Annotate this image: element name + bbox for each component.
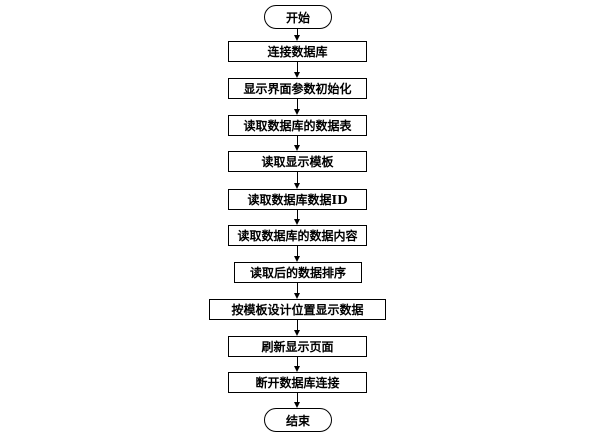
step-read-display-template: 读取显示模板 bbox=[228, 151, 367, 172]
step-connect-database: 连接数据库 bbox=[228, 41, 367, 62]
step-sort-data: 读取后的数据排序 bbox=[234, 262, 362, 283]
step-read-data-table: 读取数据库的数据表 bbox=[228, 115, 367, 136]
step-read-data-id: 读取数据库数据ID bbox=[228, 189, 367, 210]
step-init-display-params: 显示界面参数初始化 bbox=[228, 78, 367, 99]
step-display-by-template: 按模板设计位置显示数据 bbox=[209, 299, 386, 320]
step-read-data-content: 读取数据库的数据内容 bbox=[228, 225, 367, 246]
step-refresh-page: 刷新显示页面 bbox=[228, 336, 367, 357]
end-terminal: 结束 bbox=[264, 408, 332, 432]
step-disconnect-database: 断开数据库连接 bbox=[228, 372, 367, 393]
start-terminal: 开始 bbox=[264, 5, 332, 29]
